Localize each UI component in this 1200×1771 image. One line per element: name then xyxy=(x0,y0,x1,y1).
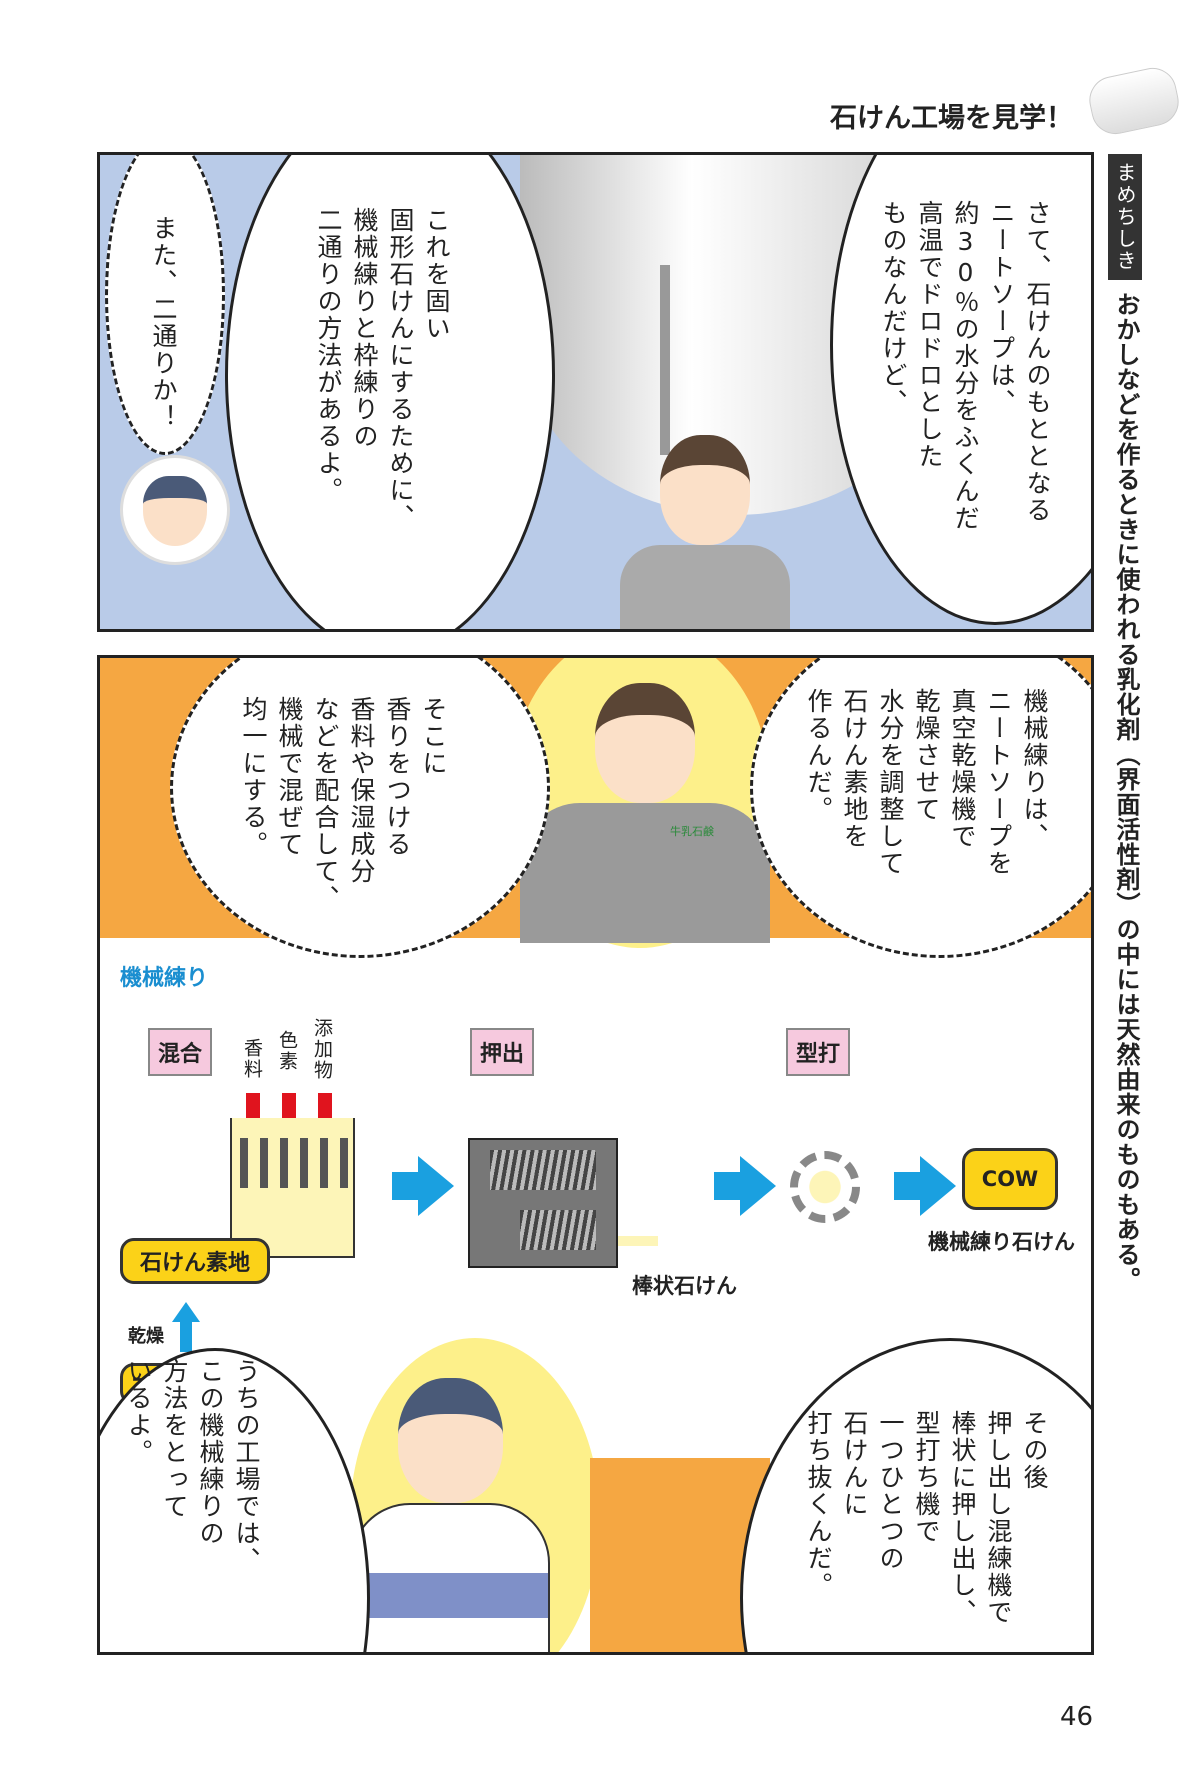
speech-text-right: 機械練りは、 ニートソープを 真空乾燥機で 乾燥させて 水分を調整して 石けん素… xyxy=(804,688,1049,877)
up-arrow-icon xyxy=(172,1302,200,1322)
factory-guide-character: 牛乳石鹸 xyxy=(520,683,770,943)
speech-text-right: さて、石けんのもととなる ニートソープは、 約30％の水分をふくんだ 高温でドロ… xyxy=(879,200,1052,532)
step-extrusion: 押出 xyxy=(470,1028,535,1076)
stamping-die-icon xyxy=(790,1151,860,1223)
step-mixing: 混合 xyxy=(148,1028,213,1076)
dry-label: 乾燥 xyxy=(128,1326,164,1347)
speech-text-bottom-left: うちの工場では、 この機械練りの 方法をとって いるよ。 xyxy=(124,1358,261,1574)
product-soap-icon: COW xyxy=(962,1148,1058,1210)
additive-fragrance: 香料 xyxy=(241,1038,263,1080)
blue-arrow-icon xyxy=(714,1156,776,1216)
extruder-illustration xyxy=(468,1138,618,1268)
boy-avatar xyxy=(120,455,230,565)
additive-colorant: 色素 xyxy=(276,1030,298,1072)
tank-stirrer xyxy=(660,265,670,455)
header-title: 石けん工場を見学！ xyxy=(830,103,1073,134)
speech-bubble-right xyxy=(750,658,1091,958)
blue-arrow-icon xyxy=(894,1156,956,1216)
mixer-illustration xyxy=(230,1118,355,1258)
page-number: 46 xyxy=(1060,1702,1094,1732)
speech-text-left: そこに 香りをつける 香料や保湿成分 などを配合して、 機械で混ぜて 均一にする… xyxy=(239,696,448,912)
soap-icon xyxy=(1084,63,1184,139)
speech-bubble-mid xyxy=(225,155,555,629)
extruded-bar xyxy=(618,1236,658,1246)
bar-soap-label: 棒状石けん xyxy=(632,1274,737,1298)
speech-text-bottom-right: その後 押し出し混練機で 棒状に押し出し、 型打ち機で 一つひとつの 石けんに … xyxy=(804,1410,1049,1626)
speech-text-mid: これを固い 固形石けんにするために、 機械練りと枠練りの 二通りの方法があるよ。 xyxy=(314,207,451,531)
company-badge: 牛乳石鹸 xyxy=(670,825,714,838)
boy-character xyxy=(350,1378,550,1652)
speech-bubble-left xyxy=(170,658,550,958)
blue-arrow-icon xyxy=(392,1156,454,1216)
sidebar-text: おかしなどを作るときに使われる乳化剤（界面活性剤）の中には天然由来のものもある。 xyxy=(1112,292,1140,1292)
speech-text-left: また、二通りか！ xyxy=(149,215,178,431)
additive-other: 添加物 xyxy=(311,1018,333,1081)
sidebar-tag: まめちしき xyxy=(1108,154,1142,280)
step-stamping: 型打 xyxy=(786,1028,851,1076)
soap-base-label: 石けん素地 xyxy=(120,1238,270,1284)
up-arrow-stem xyxy=(180,1320,192,1352)
factory-guide-character xyxy=(620,435,790,629)
panel-1: さて、石けんのもととなる ニートソープは、 約30％の水分をふくんだ 高温でドロ… xyxy=(97,152,1094,632)
panel-2: 牛乳石鹸 機械練りは、 ニートソープを 真空乾燥機で 乾燥させて 水分を調整して… xyxy=(97,655,1094,1655)
product-label: 機械練り石けん xyxy=(928,1230,1075,1254)
speech-bubble-left xyxy=(105,155,225,455)
diagram-title: 機械練り xyxy=(120,966,209,991)
